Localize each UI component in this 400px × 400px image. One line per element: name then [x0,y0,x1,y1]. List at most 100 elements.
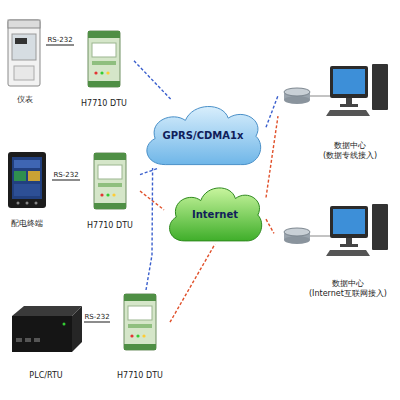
terminal-screen-icon-part [17,202,20,205]
dtu-icon [124,294,156,350]
terminal-screen-icon-part [14,184,40,196]
device-node: 配电终端 [2,148,52,230]
router-icon-part [284,88,310,96]
computer-icon [326,204,388,256]
interface-label: RS-232 [46,36,73,44]
meter-icon-part [15,38,27,44]
device-label: H7710 DTU [81,99,127,109]
device-label: 数据中心 (Internet互联网接入) [302,279,394,299]
dtu-icon-part [94,203,126,209]
connector [46,44,74,45]
network-cloud: GPRS/CDMA1x [140,100,266,168]
device-label: 配电终端 [11,219,43,229]
router-icon-part [310,236,330,237]
data-center-node: 数据中心 (数据专线接入) [278,60,396,162]
computer-icon-part [346,98,352,104]
dtu-icon-part [92,61,116,65]
computer-icon-part [330,66,368,98]
dtu-icon-part [94,153,126,160]
meter-icon [8,20,40,86]
plc-icon-part [16,338,22,342]
plc-icon-part [12,316,72,352]
meter-icon-part [8,20,40,28]
computer-icon-part [333,209,365,234]
dtu-icon-part [88,31,120,38]
computer-icon-part [372,64,388,110]
terminal-screen-icon-part [28,171,40,181]
dtu-icon-part [94,71,97,74]
computer-icon-part [330,206,368,238]
dtu-icon-part [100,193,103,196]
cloud-label: GPRS/CDMA1x [163,130,244,143]
dtu-icon-part [112,193,115,196]
connector [266,219,274,233]
terminal-screen-icon-part [26,202,29,205]
meter-icon-part [14,66,34,80]
router-icon-part [284,96,310,104]
dtu-icon-part [128,306,152,320]
device-label: H7710 DTU [117,371,163,381]
plc-icon-part [63,323,66,326]
dtu-icon [88,31,120,87]
device-node: PLC/RTU [8,298,84,382]
connector [134,61,172,100]
router-icon-part [310,96,330,97]
network-cloud: Internet [164,182,266,244]
data-center-node: 数据中心 (Internet互联网接入) [274,196,396,300]
device-label: H7710 DTU [87,221,133,231]
connector [140,168,159,175]
terminal-screen-icon-part [8,152,46,208]
router-icon [284,88,330,104]
dtu-icon-part [106,71,109,74]
dtu-icon-part [130,334,133,337]
connector [146,168,153,290]
interface-label: RS-232 [83,313,110,321]
dtu-icon-part [92,43,116,57]
device-node: H7710 DTU [80,150,140,232]
terminal-screen-icon [8,152,46,208]
connector [170,244,215,322]
cloud-shape [170,188,262,241]
computer-icon [326,64,388,116]
dtu-icon-part [124,344,156,350]
dtu-icon-part [88,81,120,87]
meter-icon-part [12,34,36,60]
device-node: 仪表 [4,18,46,106]
cloud-shape [147,107,261,165]
router-icon-part [284,236,310,244]
dtu-icon-part [124,294,156,350]
plc-icon [12,306,82,352]
device-label: 数据中心 (数据专线接入) [315,141,385,161]
router-icon [284,228,330,244]
computer-icon-part [340,244,358,247]
device-label: PLC/RTU [29,371,62,381]
router-icon-part [284,228,310,236]
plc-icon-part [12,306,82,316]
terminal-screen-icon-part [14,171,26,181]
terminal-screen-icon-part [14,160,40,168]
dtu-icon-part [98,165,122,179]
computer-icon-part [326,250,370,256]
computer-icon-part [372,204,388,250]
computer-icon-part [346,238,352,244]
computer-icon-part [340,104,358,107]
cloud-label: Internet [192,209,238,222]
connector [52,179,80,180]
interface-label: RS-232 [52,171,79,179]
dtu-icon-part [142,334,145,337]
meter-icon-part [8,20,40,86]
connector [266,116,278,197]
dtu-icon-part [88,31,120,87]
dtu-icon-part [100,71,103,74]
dtu-icon-part [136,334,139,337]
computer-icon-part [326,110,370,116]
dtu-icon-part [94,153,126,209]
plc-icon-part [25,338,31,342]
connector [266,96,278,128]
dtu-icon [94,153,126,209]
dtu-icon-part [128,324,152,328]
plc-icon-part [34,338,40,342]
device-node: H7710 DTU [74,28,134,110]
